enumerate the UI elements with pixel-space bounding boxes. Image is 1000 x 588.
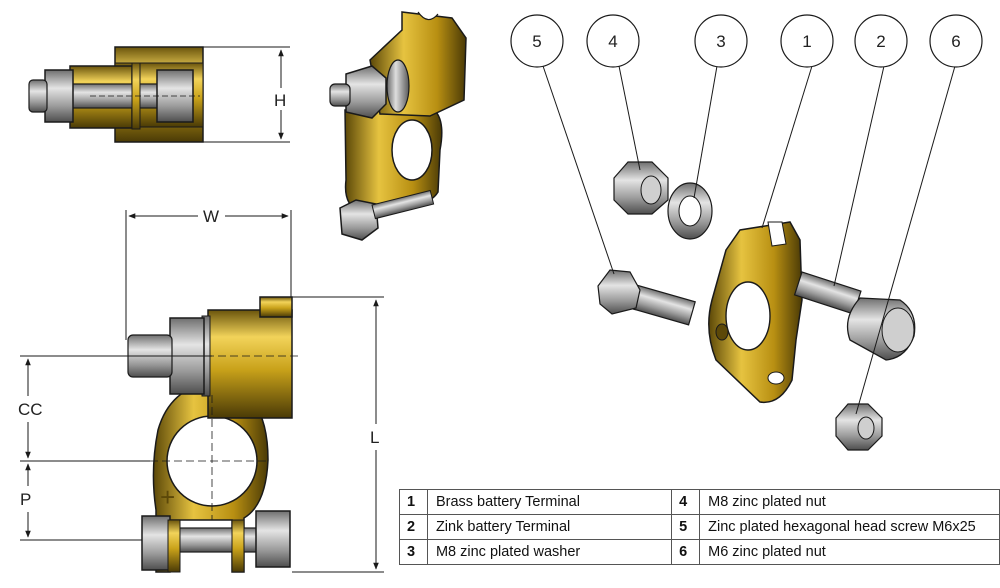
- table-row: 1 Brass battery Terminal 4 M8 zinc plate…: [399, 489, 1000, 515]
- callout-5: 5: [510, 14, 564, 68]
- front-screw-nut: [255, 510, 291, 568]
- part-number: 5: [671, 514, 701, 540]
- callout-6: 6: [929, 14, 983, 68]
- top-view: [28, 46, 204, 143]
- part-number: 2: [399, 514, 428, 540]
- part-description: M8 zinc plated washer: [426, 539, 673, 565]
- callout-4-label: 4: [608, 32, 617, 51]
- part-number: 3: [399, 539, 428, 565]
- front-clamp-lug-right: [231, 519, 245, 573]
- dimension-l-label: L: [370, 428, 379, 447]
- callouts: 5 4 3 1 2 6: [510, 14, 983, 68]
- exploded-view: [597, 161, 916, 451]
- iso-clamp-hole: [391, 119, 433, 181]
- part-number: 4: [671, 489, 701, 515]
- exploded-zinc-thread: [793, 271, 862, 315]
- part-description: Zink battery Terminal: [426, 514, 673, 540]
- front-screw-head: [141, 515, 171, 571]
- part-description: Brass battery Terminal: [426, 489, 673, 515]
- leader-lines: [542, 65, 956, 415]
- callout-4: 4: [586, 14, 640, 68]
- dimension-h: H: [203, 46, 290, 143]
- iso-washer: [386, 59, 410, 113]
- iso-screw-shank: [371, 189, 435, 220]
- top-view-bolt-thread: [28, 79, 48, 113]
- table-row: 3 M8 zinc plated washer 6 M6 zinc plated…: [399, 539, 1000, 565]
- top-view-hex-nut: [44, 69, 74, 123]
- part-number: 1: [399, 489, 428, 515]
- table-row: 2 Zink battery Terminal 5 Zinc plated he…: [399, 514, 1000, 540]
- exploded-screw-head: [597, 269, 641, 315]
- part-number: 6: [671, 539, 701, 565]
- plus-mark: +: [160, 482, 175, 512]
- front-upper-block: [207, 309, 293, 419]
- callout-5-label: 5: [532, 32, 541, 51]
- part-description: M6 zinc plated nut: [699, 539, 1000, 565]
- parts-table: 1 Brass battery Terminal 4 M8 zinc plate…: [399, 489, 1000, 565]
- iso-nut: [345, 65, 387, 119]
- dimension-l: L: [292, 296, 384, 573]
- callout-3-label: 3: [716, 32, 725, 51]
- callout-3: 3: [694, 14, 748, 68]
- callout-1-label: 1: [802, 32, 811, 51]
- callout-2-label: 2: [876, 32, 885, 51]
- front-clamp-lug-left: [167, 519, 181, 573]
- dimension-w-label: W: [203, 207, 219, 226]
- isometric-view: [329, 11, 467, 241]
- callout-6-label: 6: [951, 32, 960, 51]
- callout-2: 2: [854, 14, 908, 68]
- dimension-cc-p: CC P: [18, 355, 212, 541]
- dimension-p-label: P: [20, 490, 31, 509]
- part-description: Zinc plated hexagonal head screw M6x25: [699, 514, 1000, 540]
- callout-1: 1: [780, 14, 834, 68]
- front-view: +: [110, 296, 300, 573]
- iso-bolt-head: [339, 199, 379, 241]
- part-description: M8 zinc plated nut: [699, 489, 1000, 515]
- dimension-cc-label: CC: [18, 400, 43, 419]
- dimension-w: W: [125, 207, 292, 340]
- front-upper-tab: [259, 296, 293, 318]
- iso-bolt-thread: [329, 83, 351, 107]
- dimension-h-label: H: [274, 91, 286, 110]
